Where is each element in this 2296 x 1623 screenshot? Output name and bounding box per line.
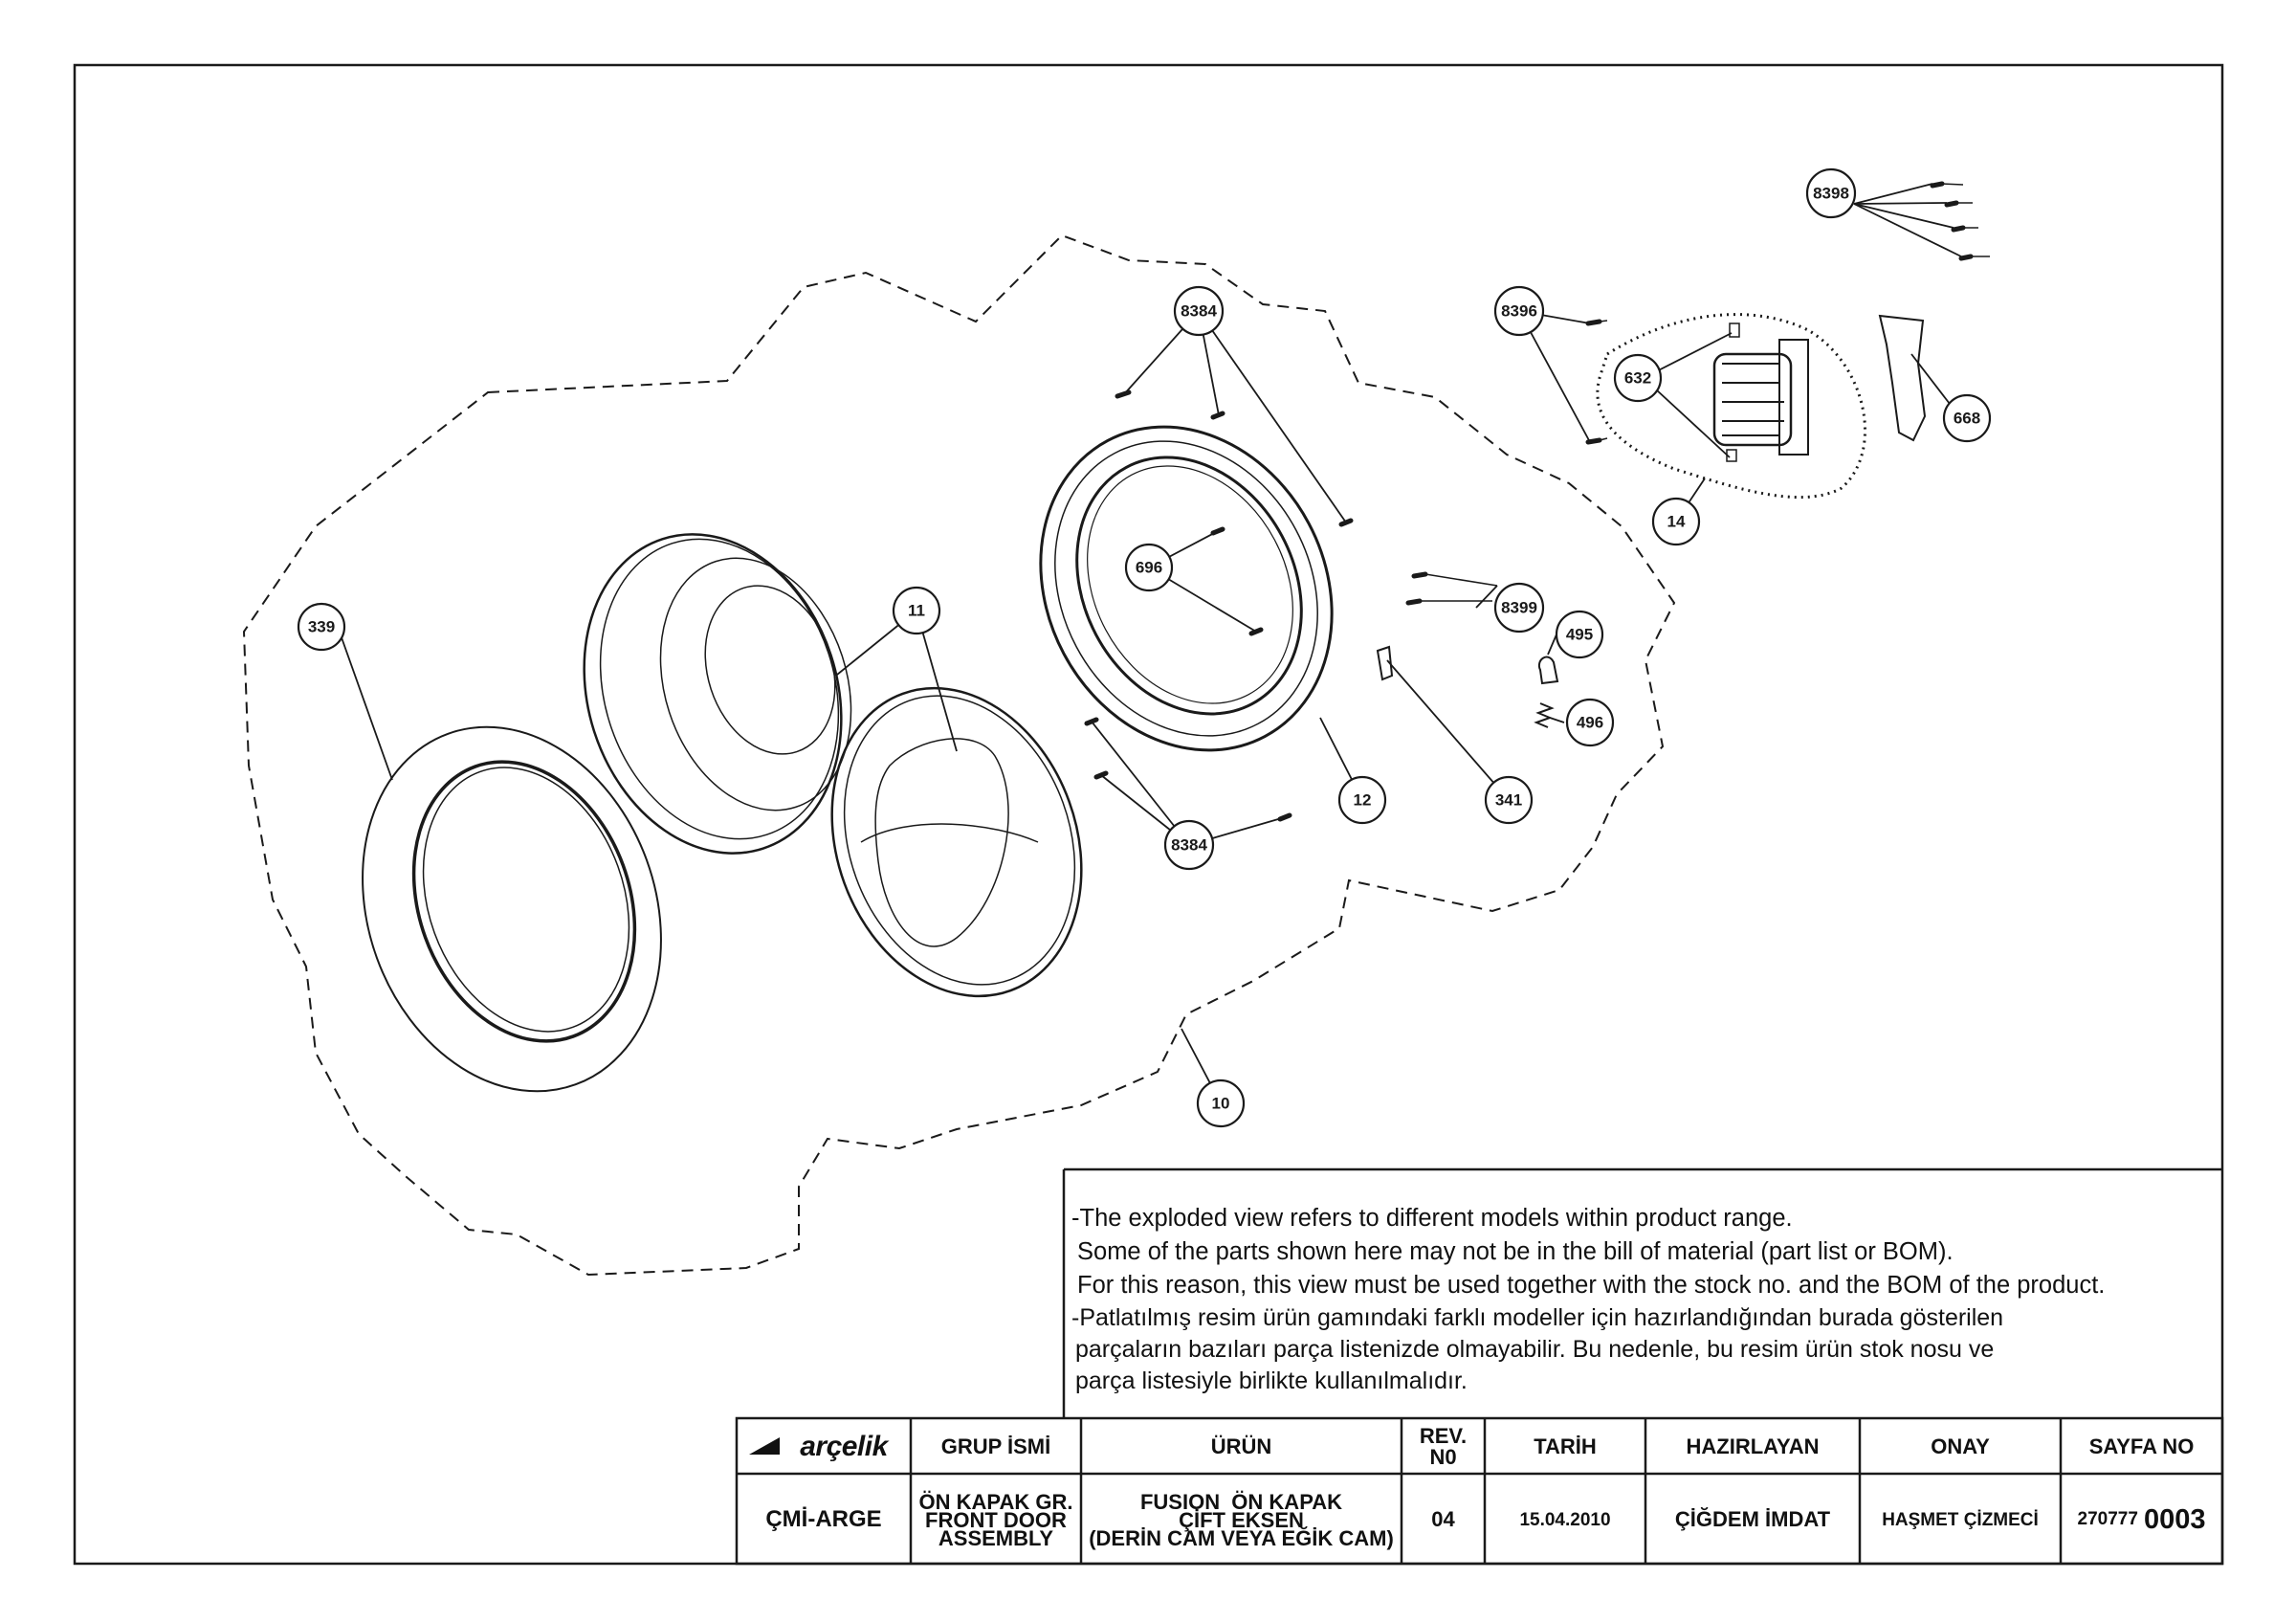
page-no-suffix: 0003 <box>2143 1503 2206 1535</box>
door-ring-339 <box>362 725 662 1093</box>
page-no-value: 270777 0003 <box>2061 1476 2222 1564</box>
callout-12-label: 12 <box>1354 791 1372 810</box>
callout-8384-bottom: 8384 <box>1163 819 1215 871</box>
callout-632: 632 <box>1613 353 1663 403</box>
spring-496 <box>1534 702 1555 728</box>
header-rev-no-line-1: REV. <box>1419 1424 1468 1448</box>
header-approval: ONAY <box>1931 1434 1990 1458</box>
latch-plate-668 <box>1878 314 1927 442</box>
callout-8384-top: 8384 <box>1173 285 1225 337</box>
disclaimer-notes: -The exploded view refers to different m… <box>1071 1202 2229 1397</box>
callout-8398-label: 8398 <box>1813 185 1849 203</box>
door-hinge-ring-12 <box>1039 425 1334 752</box>
note-tr-line-1: -Patlatılmış resim ürün gamındaki farklı… <box>1071 1304 2004 1331</box>
latch-hook-495 <box>1537 656 1559 685</box>
door-frame-11 <box>583 533 852 855</box>
arcelik-logo-mark <box>749 1437 780 1455</box>
door-glass-11 <box>830 686 1083 998</box>
door-hook-341 <box>1376 645 1394 681</box>
prepared-by-value: ÇİĞDEM İMDAT <box>1674 1507 1831 1531</box>
callout-341-label: 341 <box>1495 791 1522 810</box>
header-date: TARİH <box>1534 1434 1597 1458</box>
note-en-line-2: Some of the parts shown here may not be … <box>1077 1238 1954 1265</box>
note-en-line-3: For this reason, this view must be used … <box>1077 1272 2106 1299</box>
group-name-value: ÖN KAPAK GR. FRONT DOOR ASSEMBLY <box>911 1476 1081 1564</box>
product-line-2: ÇİFT EKSEN <box>1179 1507 1304 1532</box>
leader-lines <box>337 183 1962 1104</box>
note-en-line-1: -The exploded view refers to different m… <box>1071 1205 1793 1232</box>
callout-10: 10 <box>1196 1078 1246 1128</box>
callout-8399: 8399 <box>1493 582 1545 634</box>
header-page-no: SAYFA NO <box>2088 1434 2195 1458</box>
callout-8384-bottom-label: 8384 <box>1171 836 1207 855</box>
product-line-1: FUSION ÖN KAPAK <box>1139 1489 1343 1514</box>
callout-495-label: 495 <box>1566 626 1593 644</box>
screws <box>1084 181 1974 822</box>
door-latch-14 <box>1712 322 1809 462</box>
callout-14: 14 <box>1651 497 1701 546</box>
header-group-name: GRUP İSMİ <box>940 1434 1051 1458</box>
callout-496: 496 <box>1565 698 1615 747</box>
product-line-3: (DERİN CAM VEYA EĞİK CAM) <box>1089 1525 1394 1550</box>
callout-8399-label: 8399 <box>1501 599 1537 617</box>
callout-632-label: 632 <box>1624 369 1651 388</box>
approval-value: HAŞMET ÇİZMECİ <box>1882 1509 2039 1530</box>
screw-shafts <box>1420 183 1990 602</box>
title-block-grid <box>735 1416 2224 1566</box>
callout-668-label: 668 <box>1954 410 1980 428</box>
header-rev-no-line-2: N0 <box>1429 1445 1457 1469</box>
callout-496-label: 496 <box>1577 714 1603 732</box>
brand-name: arçelik <box>800 1431 888 1462</box>
department: ÇMİ-ARGE <box>765 1506 882 1532</box>
callout-696: 696 <box>1124 543 1174 592</box>
callout-696-label: 696 <box>1136 559 1162 577</box>
group-name-line-3: ASSEMBLY <box>938 1525 1054 1550</box>
assembly-boundary-10 <box>242 233 1676 1277</box>
callout-495: 495 <box>1555 610 1604 659</box>
note-tr-line-2: parçaların bazıları parça listenizde olm… <box>1075 1336 1995 1363</box>
notes-box <box>1062 1167 2222 1418</box>
header-prepared-by: HAZIRLAYAN <box>1686 1434 1820 1458</box>
callout-11: 11 <box>892 586 941 635</box>
callout-10-label: 10 <box>1212 1095 1230 1113</box>
page-no-prefix: 270777 <box>2077 1509 2138 1529</box>
note-tr-line-3: parça listesiyle birlikte kullanılmalıdı… <box>1075 1367 1468 1394</box>
group-name-line-1: ÖN KAPAK GR. <box>918 1489 1073 1514</box>
callout-339-label: 339 <box>308 618 335 636</box>
product-value: FUSION ÖN KAPAK ÇİFT EKSEN (DERİN CAM VE… <box>1081 1476 1402 1564</box>
callout-339: 339 <box>297 602 346 652</box>
callout-668: 668 <box>1942 393 1992 443</box>
callout-341: 341 <box>1484 775 1534 825</box>
callout-8384-top-label: 8384 <box>1181 302 1217 321</box>
callout-11-label: 11 <box>908 602 925 620</box>
latch-group-boundary-14 <box>1596 313 1866 500</box>
date-value: 15.04.2010 <box>1519 1509 1611 1530</box>
callout-14-label: 14 <box>1667 513 1686 531</box>
callout-8398: 8398 <box>1805 167 1857 219</box>
callout-8396: 8396 <box>1493 285 1545 337</box>
group-name-line-2: FRONT DOOR <box>925 1507 1067 1532</box>
header-product: ÜRÜN <box>1210 1434 1272 1458</box>
rev-no-value: 04 <box>1431 1507 1455 1531</box>
callout-8396-label: 8396 <box>1501 302 1537 321</box>
callout-12: 12 <box>1337 775 1387 825</box>
header-rev-no: REV. N0 <box>1402 1420 1485 1474</box>
